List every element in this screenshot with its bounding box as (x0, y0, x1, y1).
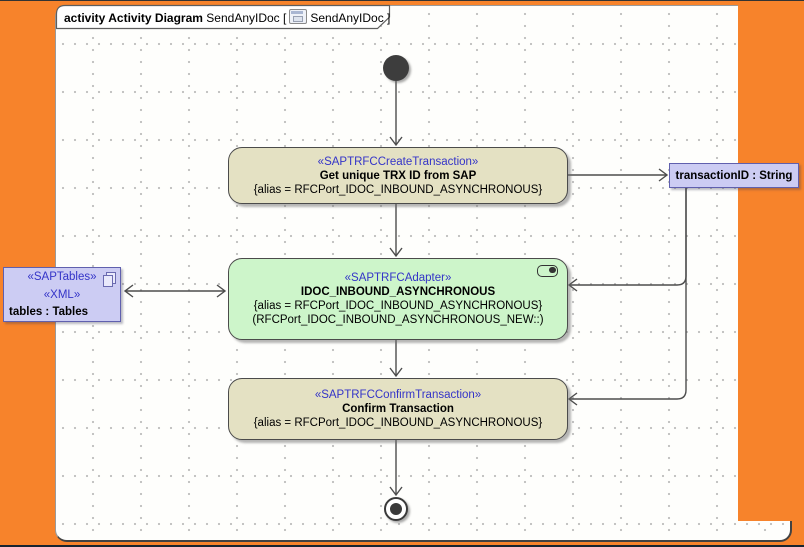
edge-initial-to-create[interactable] (389, 81, 403, 147)
stereotype-label: «SAPTables» (27, 271, 97, 283)
behavior-rake-icon (537, 265, 558, 277)
action-alias: {alias = RFCPort_IDOC_INBOUND_ASYNCHRONO… (253, 183, 543, 196)
action-alias: {alias = RFCPort_IDOC_INBOUND_ASYNCHRONO… (253, 300, 543, 312)
frame-ref-label: SendAnyIDoc ] (310, 11, 391, 25)
initial-node[interactable] (383, 55, 409, 81)
action-create-transaction[interactable]: «SAPTRFCCreateTransaction» Get unique TR… (228, 147, 568, 204)
frame-header[interactable]: activity Activity Diagram SendAnyIDoc [ S… (64, 9, 390, 25)
action-alias: {alias = RFCPort_IDOC_INBOUND_ASYNCHRONO… (253, 417, 543, 429)
object-node-tables[interactable]: «SAPTables» «XML» tables : Tables (3, 267, 121, 322)
edge-transactionid-to-adapter[interactable] (567, 187, 687, 292)
action-idoc-adapter[interactable]: «SAPTRFCAdapter» IDOC_INBOUND_ASYNCHRONO… (228, 258, 568, 340)
copy-sheets-icon (102, 272, 116, 287)
edge-confirm-to-final[interactable] (389, 438, 403, 497)
stereotype-label: «XML» (43, 288, 81, 301)
action-title: Confirm Transaction (342, 403, 454, 415)
stereotype-label: «SAPTRFCCreateTransaction» (317, 155, 479, 168)
frame-name-label: SendAnyIDoc [ (206, 11, 287, 25)
action-title: Get unique TRX ID from SAP (319, 169, 477, 182)
edge-adapter-to-confirm[interactable] (389, 339, 403, 378)
edge-create-to-adapter[interactable] (389, 203, 403, 258)
edge-create-to-transactionid[interactable] (567, 168, 669, 182)
window-bottom-border (0, 545, 804, 547)
edge-tables-to-adapter[interactable] (123, 284, 227, 298)
window-top-border (0, 0, 804, 1)
background-band (738, 0, 804, 521)
activity-final-node[interactable] (384, 497, 408, 521)
final-node-core (390, 503, 402, 515)
action-behavior: (RFCPort_IDOC_INBOUND_ASYNCHRONOUS_NEW::… (252, 314, 544, 326)
object-node-label: tables : Tables (9, 306, 89, 318)
activity-diagram-icon (289, 9, 308, 24)
frame-kind-label: activity Activity Diagram (64, 11, 203, 25)
edge-transactionid-to-confirm[interactable] (567, 187, 687, 406)
action-confirm-transaction[interactable]: «SAPTRFCConfirmTransaction» Confirm Tran… (228, 378, 568, 440)
stereotype-label: «SAPTRFCAdapter» (344, 272, 452, 284)
action-title: IDOC_INBOUND_ASYNCHRONOUS (300, 286, 496, 298)
object-node-transaction-id[interactable]: transactionID : String (669, 163, 799, 188)
object-node-label: transactionID : String (675, 169, 793, 182)
stereotype-label: «SAPTRFCConfirmTransaction» (314, 389, 482, 401)
